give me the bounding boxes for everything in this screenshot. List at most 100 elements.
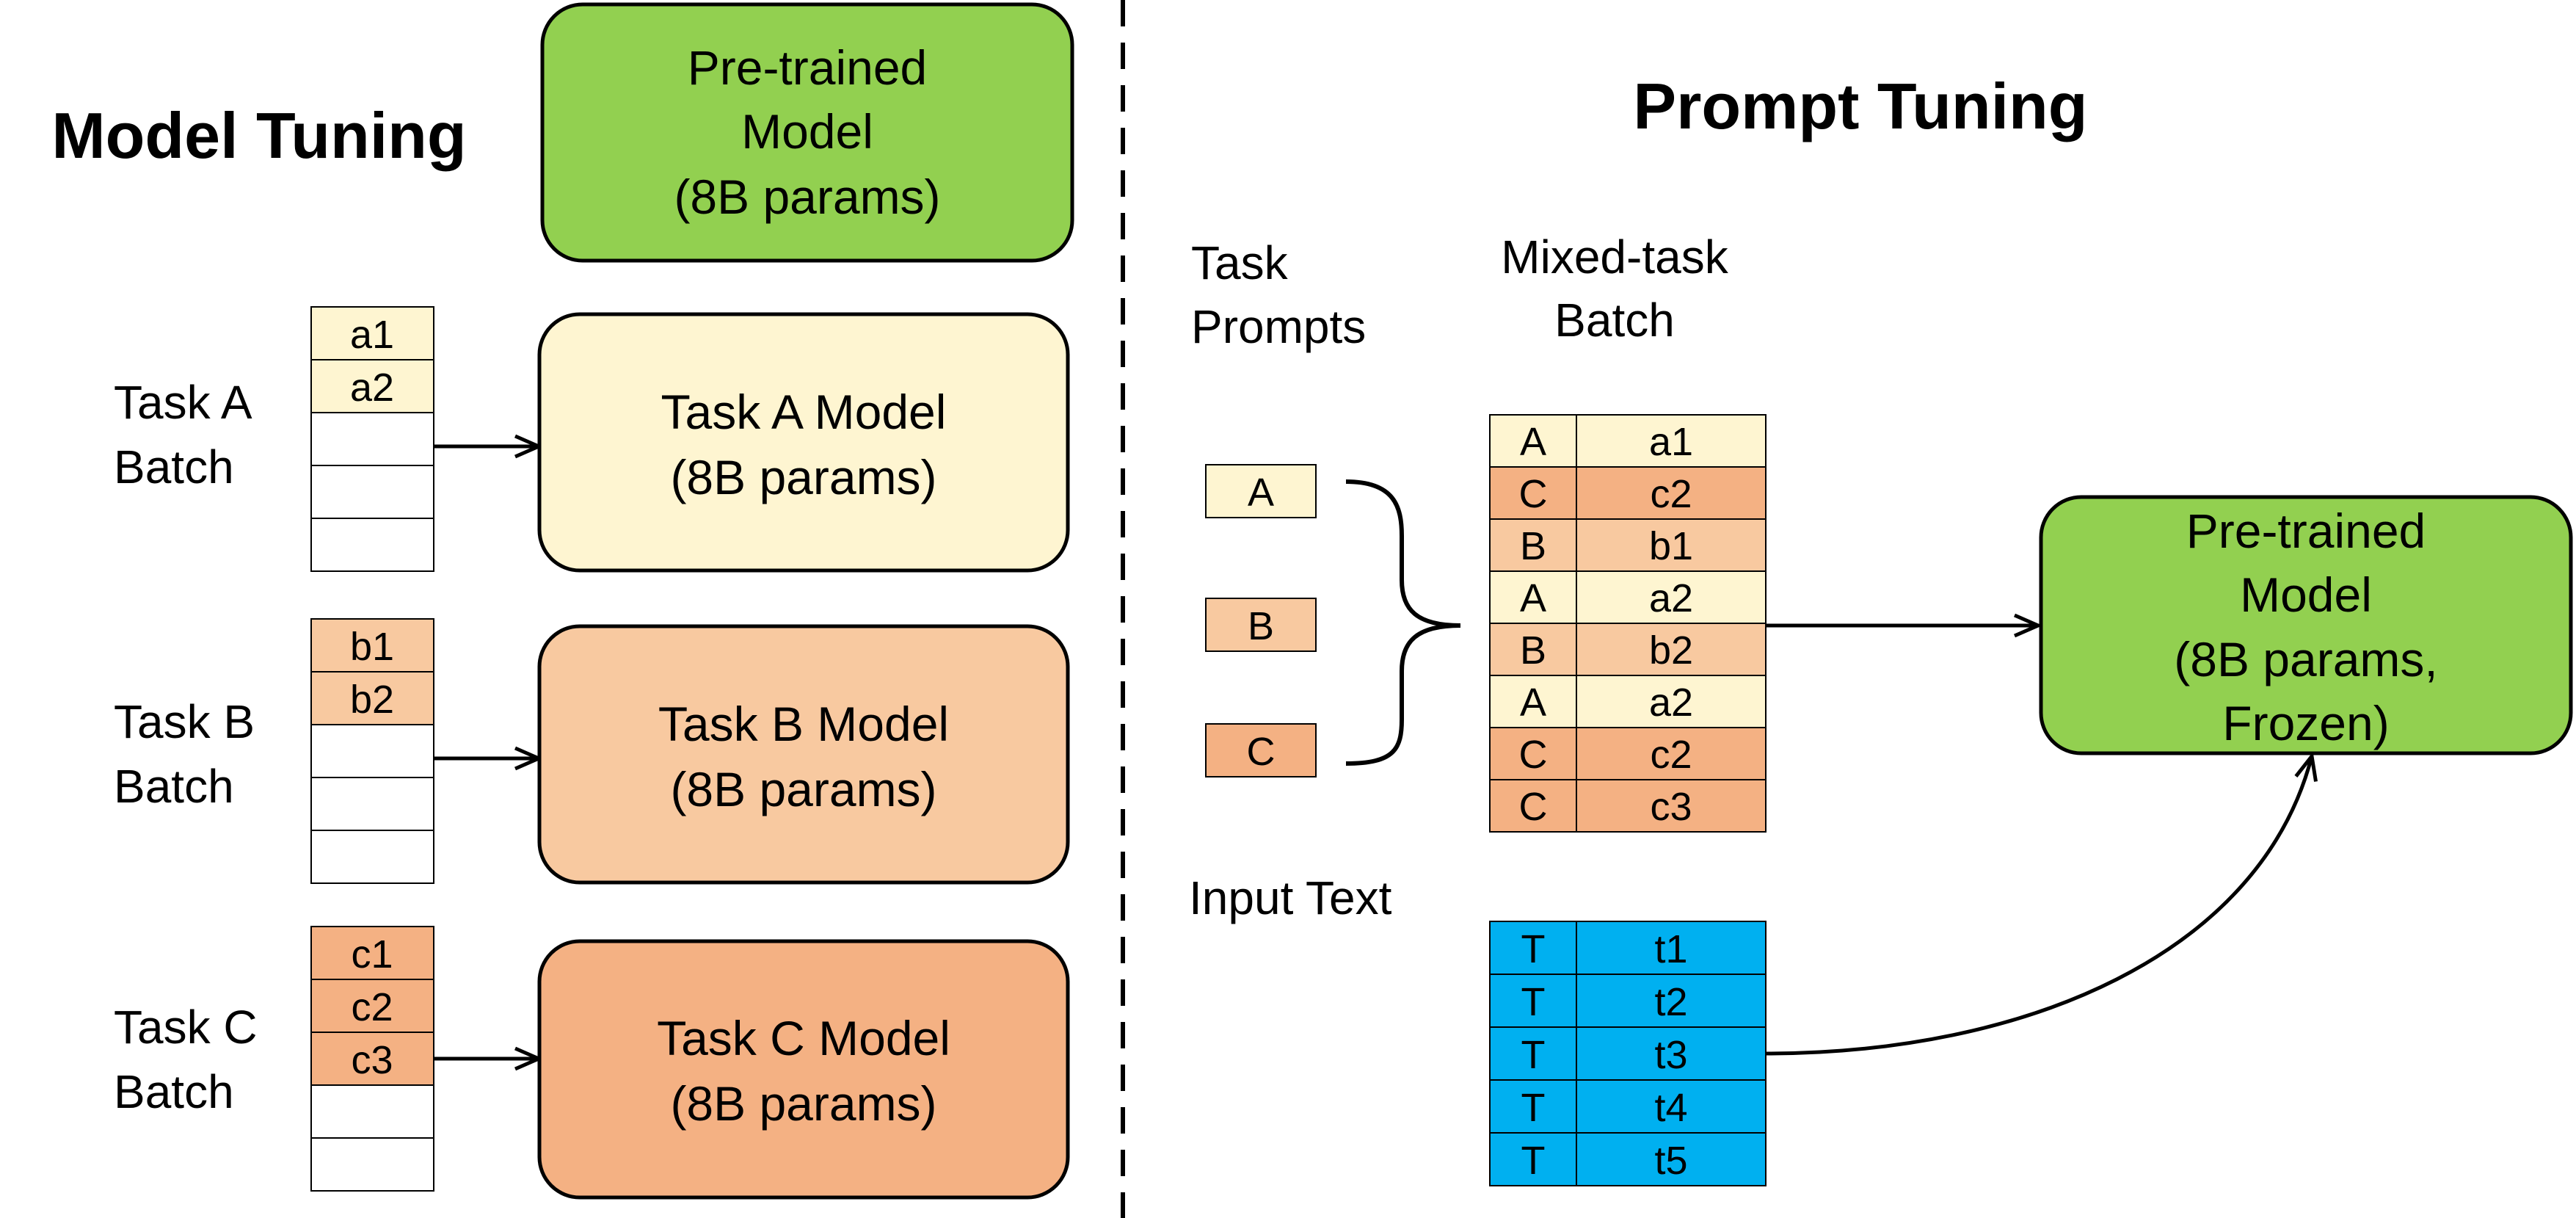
prompt-box-c <box>1205 723 1317 777</box>
prompt-box-b-label: B <box>1248 604 1274 648</box>
mixed-row-item-label: a2 <box>1649 681 1693 725</box>
mixed-row-item-label: c2 <box>1650 733 1692 777</box>
batch-cell-label: a2 <box>350 366 394 410</box>
batch-cell <box>310 979 434 1033</box>
input-row-task <box>1489 921 1577 975</box>
task-c-model-line1: Task C Model <box>657 1011 950 1065</box>
prompt-box-a-label: A <box>1248 471 1274 515</box>
task-c-model-box <box>537 939 1070 1200</box>
prompt-box-c-label: C <box>1247 730 1276 774</box>
input-text-arrow <box>1765 756 2312 1056</box>
mixed-row-item <box>1576 623 1767 676</box>
task-b-batch: b1 b2 <box>310 618 434 884</box>
model-tuning-title: Model Tuning <box>51 99 466 172</box>
input-text-label: Input Text <box>1189 871 1392 924</box>
task-a-model-line1: Task A Model <box>661 385 947 439</box>
pretrained-model-line1: Pre-trained <box>688 40 928 95</box>
batch-cell-label: a1 <box>350 313 394 357</box>
frozen-model-line2: Model <box>2240 568 2372 622</box>
mixed-row-task <box>1489 414 1577 468</box>
task-c-label-line1: Task C <box>114 1001 258 1054</box>
task-b-label-line2: Batch <box>114 760 234 813</box>
prompt-box-a <box>1205 464 1317 518</box>
mixed-row-item-label: c2 <box>1650 472 1692 516</box>
mixed-row-task <box>1489 466 1577 520</box>
input-text-table: T t1 T t2 T t3 T t4 T t5 <box>1489 921 1767 1186</box>
curly-brace <box>1345 479 1461 766</box>
input-row-task-label: T <box>1521 1033 1546 1077</box>
frozen-model-line1: Pre-trained <box>2186 504 2426 558</box>
mixed-row-task-label: A <box>1520 576 1546 620</box>
mixed-batch-label-line1: Mixed-task <box>1501 231 1728 283</box>
prompt-box-b <box>1205 598 1317 652</box>
batch-cell <box>310 1032 434 1086</box>
pretrained-model-line3: (8B params) <box>674 170 940 224</box>
batch-cell <box>310 1137 434 1192</box>
input-row-item <box>1576 1026 1767 1081</box>
batch-cell <box>310 671 434 725</box>
input-row-task <box>1489 1132 1577 1186</box>
task-b-label-line1: Task B <box>114 695 255 748</box>
task-b-model-line1: Task B Model <box>658 697 949 751</box>
task-prompts-label-line2: Prompts <box>1191 300 1366 353</box>
batch-cell <box>310 926 434 980</box>
task-b-model-box <box>537 624 1070 885</box>
batch-cell-label: b1 <box>350 625 394 669</box>
mixed-row-item <box>1576 779 1767 833</box>
input-row-task-label: T <box>1521 1086 1546 1130</box>
frozen-model-line4: Frozen) <box>2222 696 2389 750</box>
mixed-row-item-label: a2 <box>1649 576 1693 620</box>
mixed-row-item-label: b2 <box>1649 628 1693 673</box>
mixed-task-batch-table: A a1 C c2 B b1 A a2 B b2 A a2 C c2 C c3 <box>1489 414 1767 833</box>
mixed-batch-label-line2: Batch <box>1554 294 1675 347</box>
batch-cell <box>310 465 434 519</box>
mixed-row-task <box>1489 518 1577 572</box>
batch-cell <box>310 724 434 778</box>
pretrained-model-line2: Model <box>741 104 873 159</box>
input-row-task <box>1489 974 1577 1028</box>
input-row-item <box>1576 1079 1767 1134</box>
batch-cell <box>310 830 434 884</box>
mixed-row-task <box>1489 623 1577 676</box>
mixed-row-item <box>1576 727 1767 780</box>
batch-cell <box>310 1084 434 1139</box>
task-prompts-label-line1: Task <box>1191 236 1289 289</box>
input-row-item-label: t4 <box>1654 1086 1687 1130</box>
mixed-row-item <box>1576 518 1767 572</box>
batch-cell <box>310 618 434 673</box>
batch-cell-label: b2 <box>350 678 394 722</box>
batch-cell <box>310 518 434 572</box>
task-b-model-line2: (8B params) <box>670 762 936 816</box>
task-a-model-line2: (8B params) <box>670 450 936 504</box>
input-row-task-label: T <box>1521 1139 1546 1183</box>
task-a-label-line1: Task A <box>114 376 252 429</box>
input-row-item-label: t2 <box>1654 980 1687 1024</box>
input-row-item-label: t3 <box>1654 1033 1687 1077</box>
input-row-item-label: t5 <box>1654 1139 1687 1183</box>
batch-cell-label: c3 <box>351 1038 393 1082</box>
mixed-row-item <box>1576 414 1767 468</box>
input-row-task-label: T <box>1521 980 1546 1024</box>
mixed-row-item-label: b1 <box>1649 524 1693 568</box>
input-row-task-label: T <box>1521 927 1546 971</box>
input-row-item <box>1576 974 1767 1028</box>
mixed-row-task-label: C <box>1519 733 1548 777</box>
task-a-model-box <box>537 312 1070 573</box>
mixed-row-task-label: A <box>1520 681 1546 725</box>
input-row-item <box>1576 1132 1767 1186</box>
batch-cell <box>310 306 434 360</box>
mixed-row-item-label: c3 <box>1650 785 1692 829</box>
mixed-row-item <box>1576 466 1767 520</box>
mixed-row-task-label: C <box>1519 785 1548 829</box>
mixed-row-task-label: B <box>1520 524 1546 568</box>
mixed-row-task <box>1489 727 1577 780</box>
task-a-label-line2: Batch <box>114 441 234 493</box>
input-row-item-label: t1 <box>1654 927 1687 971</box>
mixed-row-task-label: C <box>1519 472 1548 516</box>
task-c-label-line2: Batch <box>114 1065 234 1118</box>
task-c-batch: c1 c2 c3 <box>310 926 434 1192</box>
pretrained-model-box <box>540 2 1074 263</box>
input-row-task <box>1489 1026 1577 1081</box>
task-c-model-line2: (8B params) <box>670 1076 936 1131</box>
